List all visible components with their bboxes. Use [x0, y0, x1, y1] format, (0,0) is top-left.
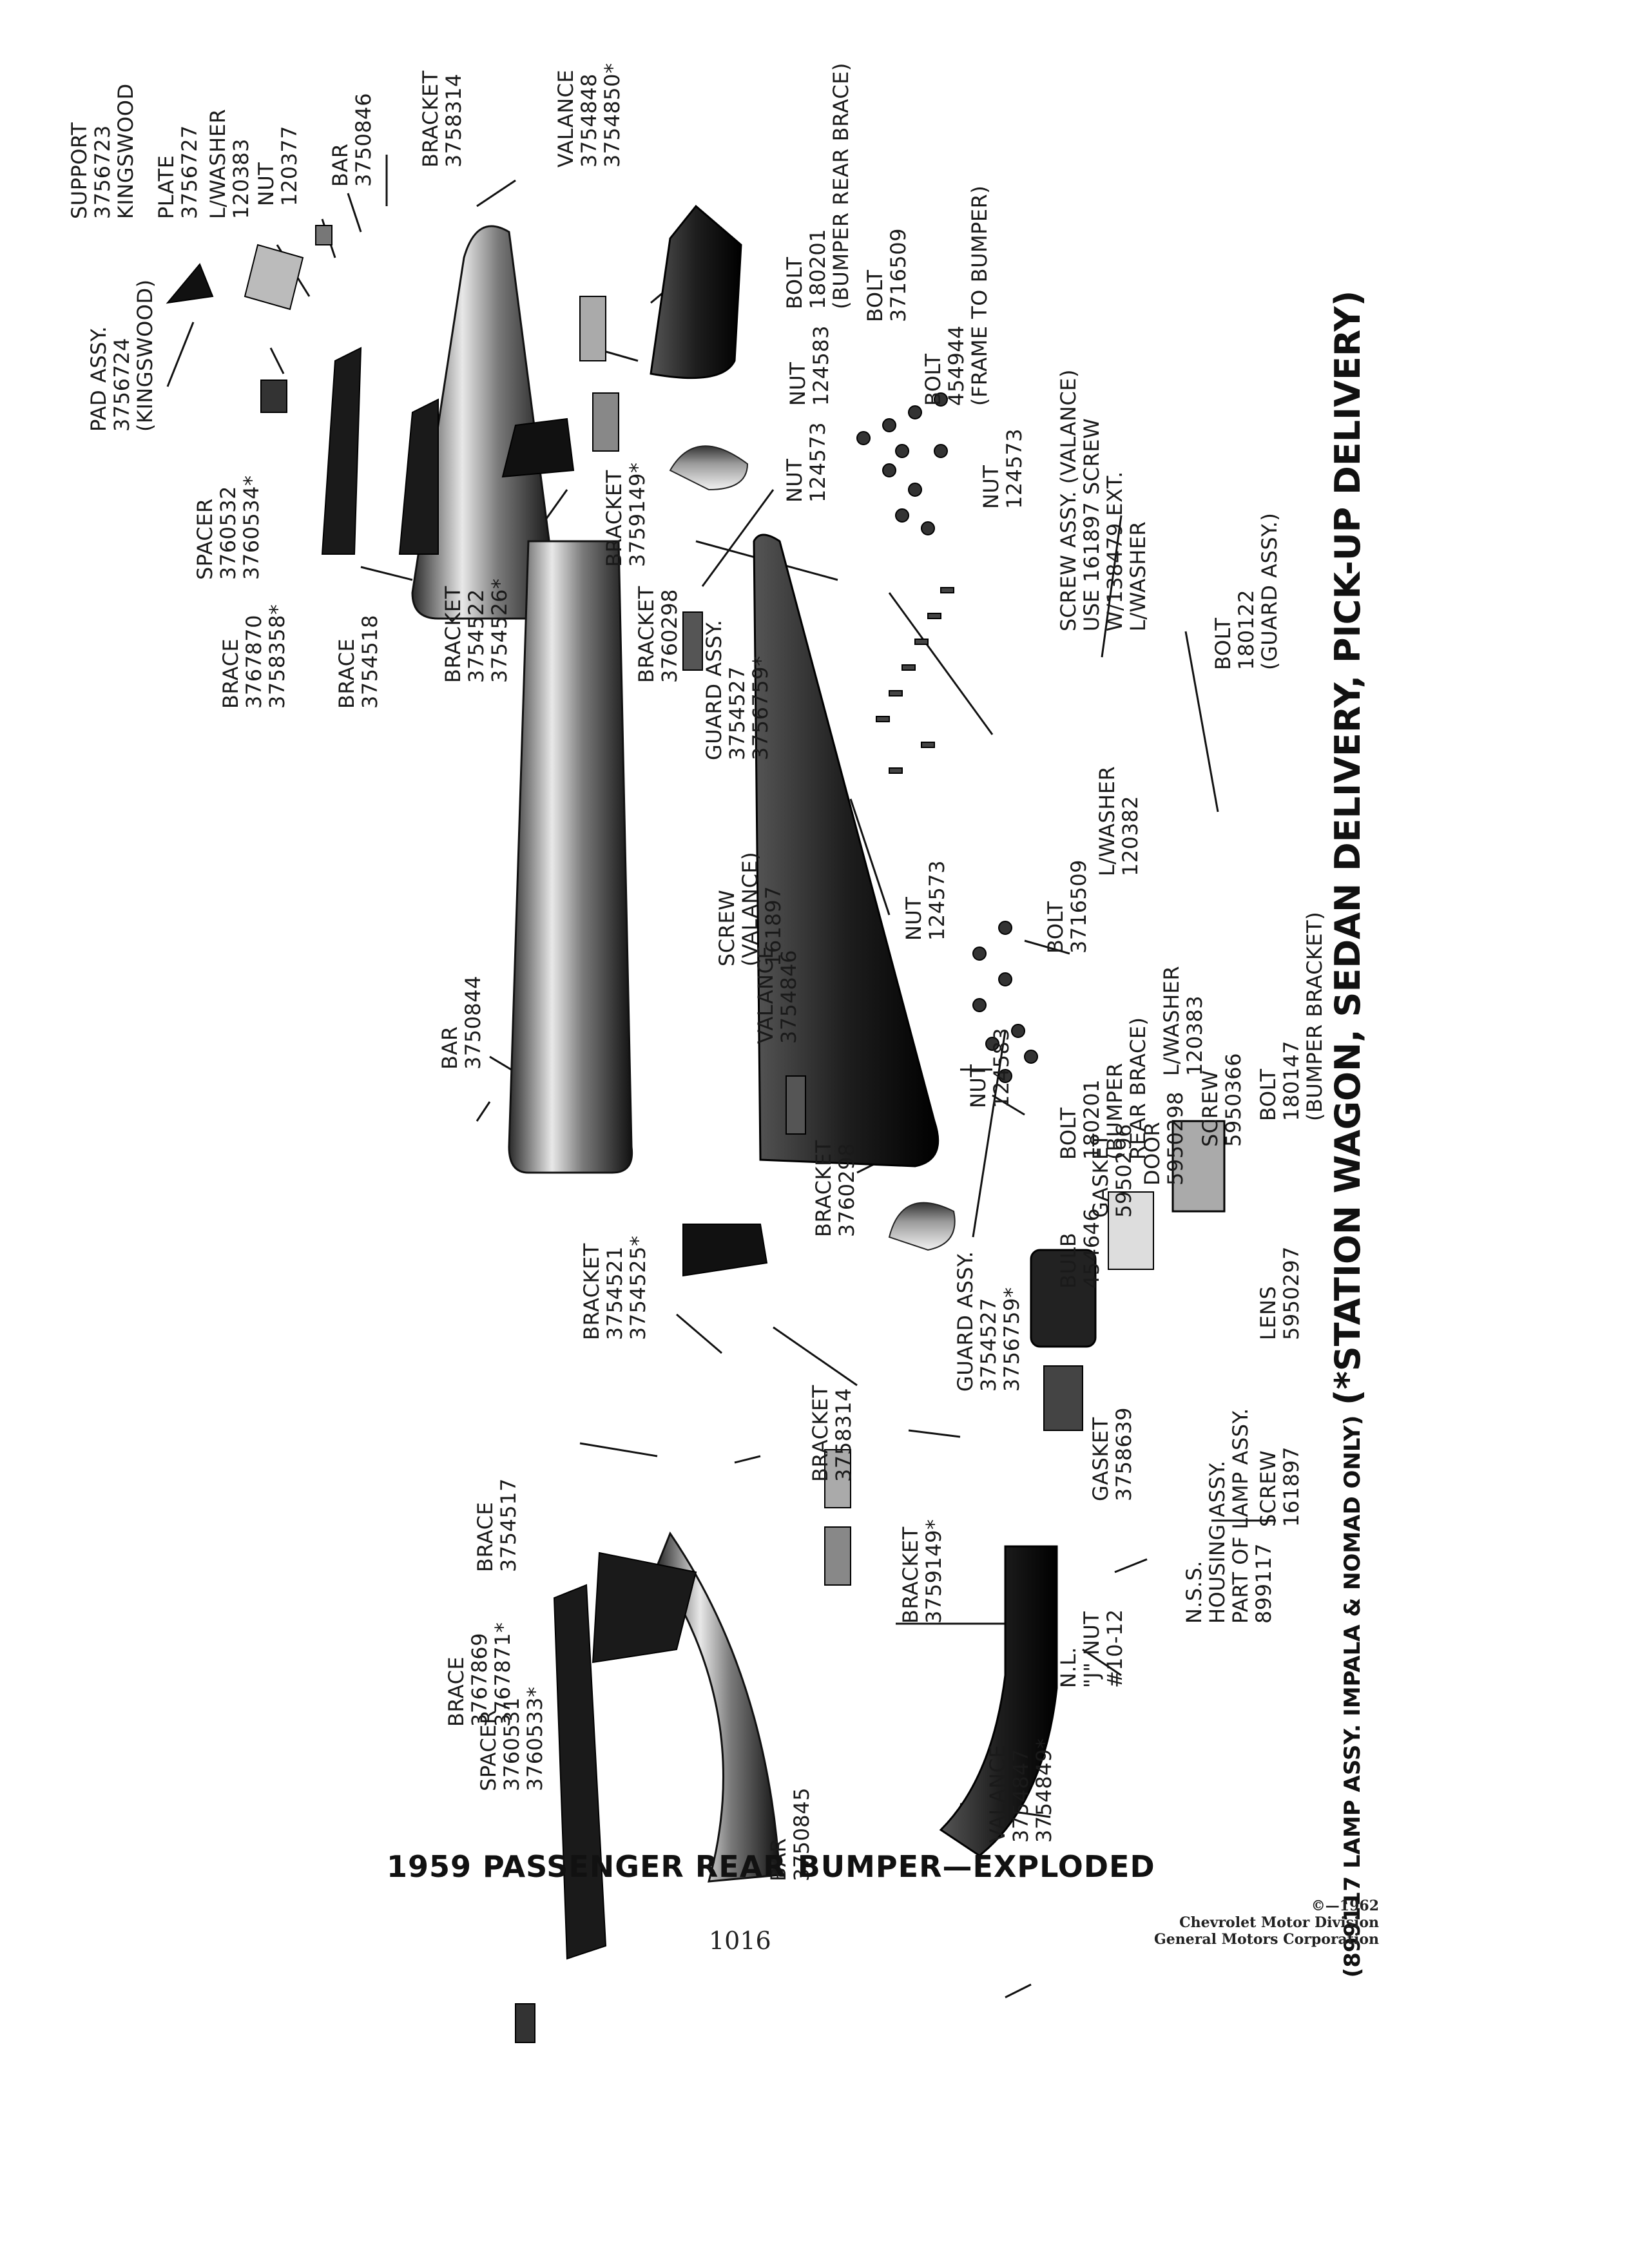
- bracket-3754521: [682, 1224, 768, 1277]
- bracket-3759149-lower: [824, 1526, 851, 1586]
- bracket-3758314-lower: [824, 1449, 851, 1508]
- lamp-assy-note: (899117 LAMP ASSY. IMPALA & NOMAD ONLY): [1340, 1415, 1365, 1978]
- bracket-3760298-lower: [786, 1075, 806, 1135]
- bar-3750844: [508, 540, 633, 1174]
- page-number: 1016: [709, 1927, 771, 1955]
- callout-pad-assy: PAD ASSY.3756724(KINGSWOOD): [86, 279, 157, 432]
- copyright-block: ©—1962 Chevrolet Motor Division General …: [1121, 1898, 1379, 1948]
- callout-j-nut: N.L."J" NUT#10-12: [1056, 1609, 1127, 1688]
- brace-3767870: [321, 347, 362, 555]
- copyright-year: ©—1962: [1311, 1898, 1379, 1914]
- bracket-3758314-upper: [579, 296, 606, 361]
- exploded-parts: [166, 204, 1226, 2043]
- station-wagon-note: (*STATION WAGON, SEDAN DELIVERY, PICK-UP…: [1327, 290, 1368, 1405]
- screw-cluster: [876, 587, 954, 774]
- pad-assy: [166, 263, 214, 304]
- brace-3767869: [553, 1584, 607, 1960]
- brace-3754517: [592, 1552, 697, 1664]
- bracket-3759149-upper: [592, 392, 619, 452]
- hardware-cluster-lower: [972, 921, 1038, 1083]
- plate: [315, 225, 333, 245]
- guard-assy-lower: [888, 1202, 956, 1251]
- lamp-gasket: [1043, 1365, 1083, 1431]
- hardware-cluster-upper: [856, 392, 948, 535]
- spacer-3760531: [515, 2003, 535, 2043]
- lamp-housing: [1030, 1249, 1097, 1348]
- bracket-3754522: [501, 418, 575, 478]
- callout-housing-assy: N.S.S.HOUSING ASSY.PART OF LAMP ASSY.899…: [1182, 1408, 1276, 1624]
- bracket-3760298-upper: [682, 611, 703, 671]
- valance-3754846: [753, 533, 940, 1168]
- diagram-title: 1959 PASSENGER REAR BUMPER—EXPLODED: [387, 1849, 1155, 1884]
- station-wagon-footnote: (899117 LAMP ASSY. IMPALA & NOMAD ONLY) …: [1327, 90, 1368, 2178]
- copyright-division: Chevrolet Motor Division: [1179, 1914, 1379, 1931]
- lamp-door: [1171, 1120, 1226, 1213]
- support: [244, 244, 304, 311]
- guard-assy-upper: [669, 445, 749, 491]
- copyright-corporation: General Motors Corporation: [1153, 1931, 1379, 1948]
- brace-3754518: [398, 398, 439, 555]
- valance-3754848: [650, 204, 742, 380]
- valance-3754847: [939, 1545, 1058, 1857]
- lamp-lens: [1108, 1191, 1154, 1270]
- bar-3750845: [656, 1531, 781, 1883]
- spacer-3760532: [260, 380, 287, 413]
